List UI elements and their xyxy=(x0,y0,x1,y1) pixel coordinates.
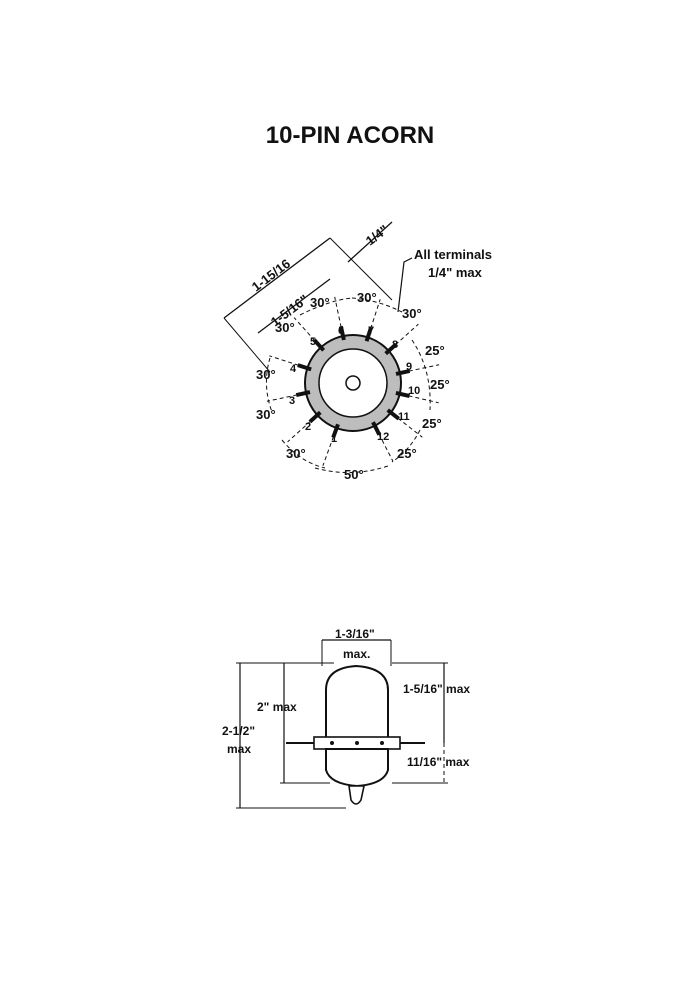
terminals-note-line1: All terminals xyxy=(414,247,492,262)
dim-line-inner xyxy=(257,278,331,334)
pin-label-7: 7 xyxy=(368,325,374,337)
envelope-tip xyxy=(348,785,365,805)
pin-label-4: 4 xyxy=(290,363,297,375)
pin-label-9: 9 xyxy=(406,361,412,373)
angle-label: 25° xyxy=(422,416,442,431)
angle-label: 30° xyxy=(310,295,330,310)
angle-label: 25° xyxy=(397,446,417,461)
pin-label-11: 11 xyxy=(398,411,410,423)
pin-label-12: 12 xyxy=(377,431,389,443)
angle-label: 25° xyxy=(430,377,450,392)
angle-label: 50° xyxy=(344,467,364,482)
radial-line-6 xyxy=(334,296,344,335)
angle-arc-right xyxy=(411,339,431,411)
diagram-title: 10-PIN ACORN xyxy=(265,122,435,149)
width-label: 1-3/16" xyxy=(335,627,375,641)
pin-label-6: 6 xyxy=(338,325,344,337)
angle-label: 30° xyxy=(402,306,422,321)
radial-line-10 xyxy=(401,393,439,404)
flange-dot xyxy=(380,741,384,745)
angle-arc-bottom-right xyxy=(391,429,421,463)
radial-line-8 xyxy=(389,323,419,350)
pin-label-2: 2 xyxy=(305,421,311,433)
note-leader xyxy=(397,257,413,313)
body-height-label: 2" max xyxy=(257,700,297,714)
angle-label: 30° xyxy=(275,320,295,335)
side-view: 1-3/16" max. 1-5/16" max 11/16" max 2" m… xyxy=(222,627,470,809)
angle-label: 25° xyxy=(425,343,445,358)
overall-height-label-line2: max xyxy=(227,742,251,756)
center-hole xyxy=(345,375,361,391)
radial-line-9 xyxy=(401,364,440,374)
bottom-height-label: 11/16" max xyxy=(407,755,470,769)
angle-arc-bottom xyxy=(314,465,389,474)
width-max-label: max. xyxy=(343,647,370,661)
dim-line-outer xyxy=(223,237,331,319)
radial-line-7 xyxy=(368,299,381,336)
radial-line-5 xyxy=(293,317,320,347)
radial-line-4 xyxy=(269,355,306,368)
angle-label: 30° xyxy=(286,446,306,461)
dim-ext-1 xyxy=(329,237,393,301)
envelope-bottom xyxy=(325,748,389,788)
radial-line-11 xyxy=(392,413,423,438)
pin-label-5: 5 xyxy=(310,336,316,348)
dim-ext-2 xyxy=(223,317,271,373)
angle-label: 30° xyxy=(256,407,276,422)
pin-label-10: 10 xyxy=(408,385,420,397)
pin-label-3: 3 xyxy=(289,395,295,407)
angle-arc-left xyxy=(266,357,273,413)
radial-line-1 xyxy=(322,429,337,466)
radial-line-2 xyxy=(287,416,317,443)
base-view: 1 2 3 4 5 6 7 8 9 10 11 12 30° 30° 30° 3… xyxy=(223,221,492,482)
pin-label-8: 8 xyxy=(392,339,398,351)
radial-line-12 xyxy=(375,427,394,462)
radial-line-3 xyxy=(266,392,305,402)
top-height-label: 1-5/16" max xyxy=(403,682,470,696)
radial-lines xyxy=(266,296,440,466)
angle-label: 30° xyxy=(357,290,377,305)
pin-label-1: 1 xyxy=(331,433,337,445)
terminals-note-line2: 1/4" max xyxy=(428,265,483,280)
overall-height-label-line1: 2-1/2" xyxy=(222,724,255,738)
angle-arc-top-left xyxy=(299,297,353,316)
flange-dot xyxy=(330,741,334,745)
flange-dot xyxy=(355,741,359,745)
angle-label: 30° xyxy=(256,367,276,382)
dim-label-outer: 1-15/16 xyxy=(249,256,293,295)
envelope-top xyxy=(325,664,389,743)
dim-line-quarter xyxy=(347,221,393,263)
